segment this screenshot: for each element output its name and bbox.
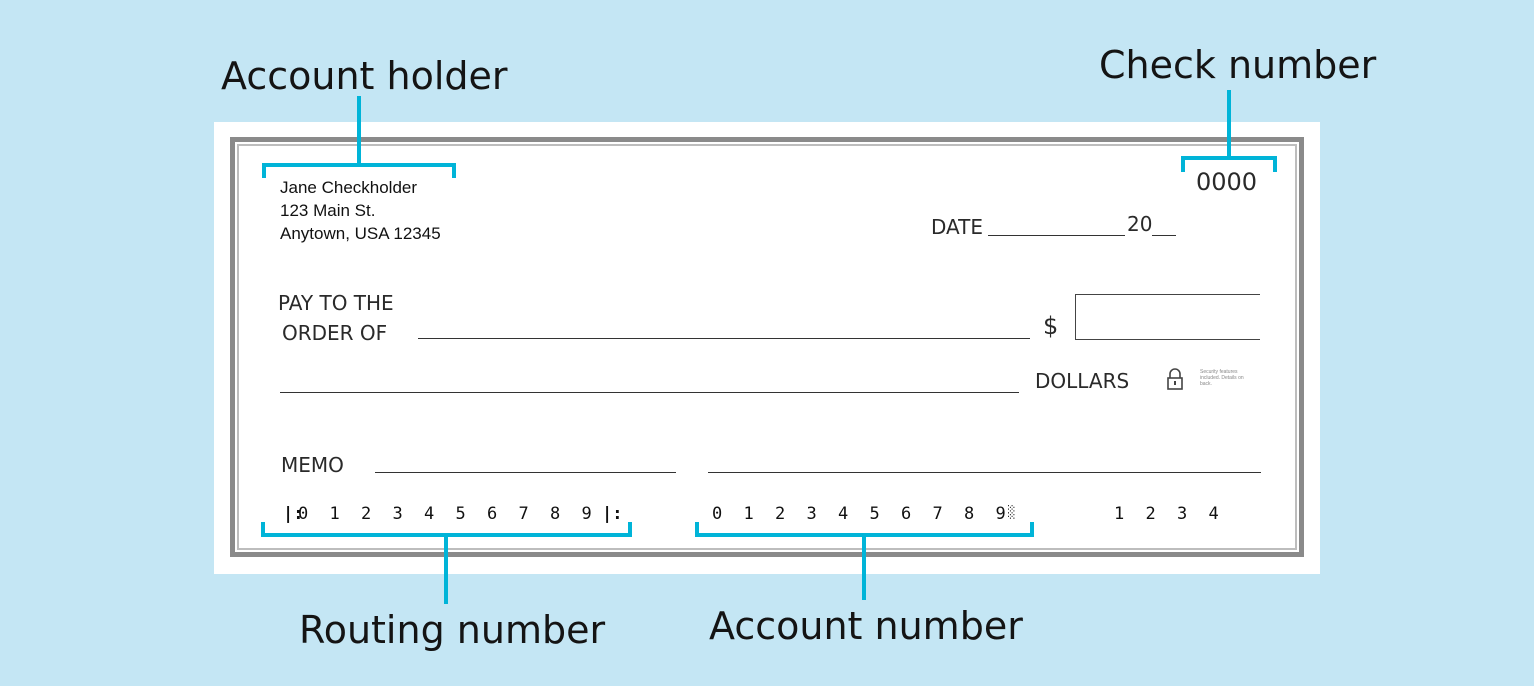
check-number-micr-digit: 4: [1208, 504, 1219, 524]
routing-digit: 6: [487, 504, 498, 524]
account-digit: 7: [932, 504, 943, 524]
dollars-label: DOLLARS: [1035, 369, 1130, 393]
padlock-icon: [1167, 368, 1183, 390]
check-number-micr-digit: 3: [1177, 504, 1188, 524]
account-digit: 4: [838, 504, 849, 524]
routing-number-callout: Routing number: [299, 608, 606, 652]
pay-to-label-line1: PAY TO THE: [278, 291, 394, 315]
holder-name: Jane Checkholder: [280, 178, 418, 197]
routing-digit: 4: [424, 504, 435, 524]
check-number-micr-digit: 2: [1145, 504, 1156, 524]
signature-line: [708, 472, 1261, 473]
holder-address-street: 123 Main St.: [280, 201, 376, 220]
holder-address-city: Anytown, USA 12345: [280, 224, 441, 243]
routing-digit: 5: [455, 504, 466, 524]
payee-line: [418, 338, 1030, 339]
amount-words-line: [280, 392, 1019, 393]
routing-open-symbol: |:: [283, 504, 304, 524]
date-line: [988, 235, 1125, 236]
check-number-micr-digit: 1: [1114, 504, 1125, 524]
pay-to-label-line2: ORDER OF: [282, 321, 388, 345]
date-year-prefix: 20: [1127, 212, 1153, 236]
memo-label: MEMO: [281, 453, 344, 477]
check-number-bracket: [1181, 156, 1277, 172]
routing-digit: 1: [329, 504, 340, 524]
routing-digit: 7: [518, 504, 529, 524]
account-digit: 9: [995, 504, 1006, 524]
account-number-callout: Account number: [709, 604, 1023, 648]
account-digit: 2: [775, 504, 786, 524]
check-card: [214, 122, 1320, 574]
routing-digit: 8: [550, 504, 561, 524]
account-digit: 3: [806, 504, 817, 524]
dollar-sign: $: [1043, 312, 1059, 340]
check-border: [230, 137, 1304, 557]
memo-line: [375, 472, 676, 473]
routing-number-bracket: [261, 522, 632, 537]
account-holder-callout: Account holder: [221, 54, 508, 98]
account-digit: 0: [712, 504, 723, 524]
date-year-line: [1152, 235, 1176, 236]
date-label: DATE: [931, 215, 984, 239]
account-digit: 5: [869, 504, 880, 524]
check-number-callout: Check number: [1099, 43, 1377, 87]
account-digit: 1: [743, 504, 754, 524]
check-number-value: 0000: [1196, 168, 1258, 196]
account-close-symbol: ░: [1008, 505, 1016, 519]
account-digit: 6: [901, 504, 912, 524]
security-note: Security features included. Details on b…: [1200, 369, 1244, 387]
account-number-bracket: [695, 522, 1034, 537]
account-digit: 8: [964, 504, 975, 524]
routing-digit: 0: [298, 504, 309, 524]
routing-digit: 2: [361, 504, 372, 524]
amount-box: [1075, 294, 1260, 340]
routing-digit: 3: [392, 504, 403, 524]
routing-close-symbol: |:: [602, 504, 623, 524]
routing-digit: 9: [581, 504, 592, 524]
account-holder-bracket: [262, 163, 456, 178]
